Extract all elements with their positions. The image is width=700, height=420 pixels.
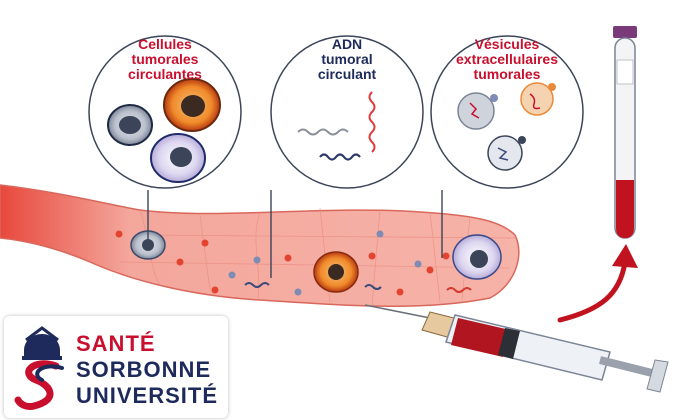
arrow-head-icon	[612, 244, 638, 268]
dna-strand-navy-icon	[319, 153, 361, 161]
vessel-orange-cell	[313, 251, 359, 293]
logo-line-2: SORBONNE	[76, 357, 212, 382]
ev-label: Vésicules extracellulaires tumorales	[432, 37, 582, 82]
dna-strand-grey-icon	[297, 128, 349, 136]
ctc-circle	[88, 35, 242, 189]
ctdna-label-line-1: ADN	[331, 36, 363, 52]
ctc-lavender-cell-icon	[150, 133, 206, 183]
syringe-icon	[364, 304, 669, 393]
arrow-icon	[557, 259, 628, 323]
ev-circle	[430, 35, 584, 189]
connector-lines	[147, 190, 443, 278]
vessel-grey-cell	[130, 230, 166, 260]
logo-line-3: UNIVERSITÉ	[76, 383, 219, 408]
logo-line-1: SANTÉ	[76, 331, 156, 356]
ev-label-line-3: tumorales	[473, 66, 541, 82]
ctc-label-line-2: tumorales	[131, 51, 199, 67]
sorbonne-emblem-icon	[14, 326, 64, 410]
vesicle-orange-icon	[520, 82, 556, 116]
vesicle-grey-icon	[457, 92, 498, 130]
ctc-label: Cellules tumorales circulantes	[95, 37, 235, 82]
ctdna-label: ADN tumoral circulant	[285, 37, 409, 82]
ctdna-circle	[270, 35, 424, 189]
ev-label-line-2: extracellulaires	[456, 51, 558, 67]
vesicle-dark-icon	[487, 135, 526, 171]
ev-label-line-1: Vésicules	[474, 36, 540, 52]
blood-tube-icon	[613, 26, 637, 239]
ctc-grey-cell-icon	[107, 104, 153, 146]
ctc-label-line-3: circulantes	[128, 66, 202, 82]
blood-vessel	[0, 184, 520, 307]
dna-strand-red-icon	[368, 91, 376, 153]
ctdna-label-line-3: circulant	[317, 66, 377, 82]
ctc-label-line-1: Cellules	[138, 36, 192, 52]
vessel-lavender-cell	[452, 234, 502, 280]
vessel-particles	[115, 230, 472, 296]
ctc-orange-cell-icon	[163, 78, 221, 132]
sorbonne-logo: SANTÉ SORBONNE UNIVERSITÉ	[4, 316, 228, 418]
ctdna-label-line-2: tumoral	[321, 51, 373, 67]
